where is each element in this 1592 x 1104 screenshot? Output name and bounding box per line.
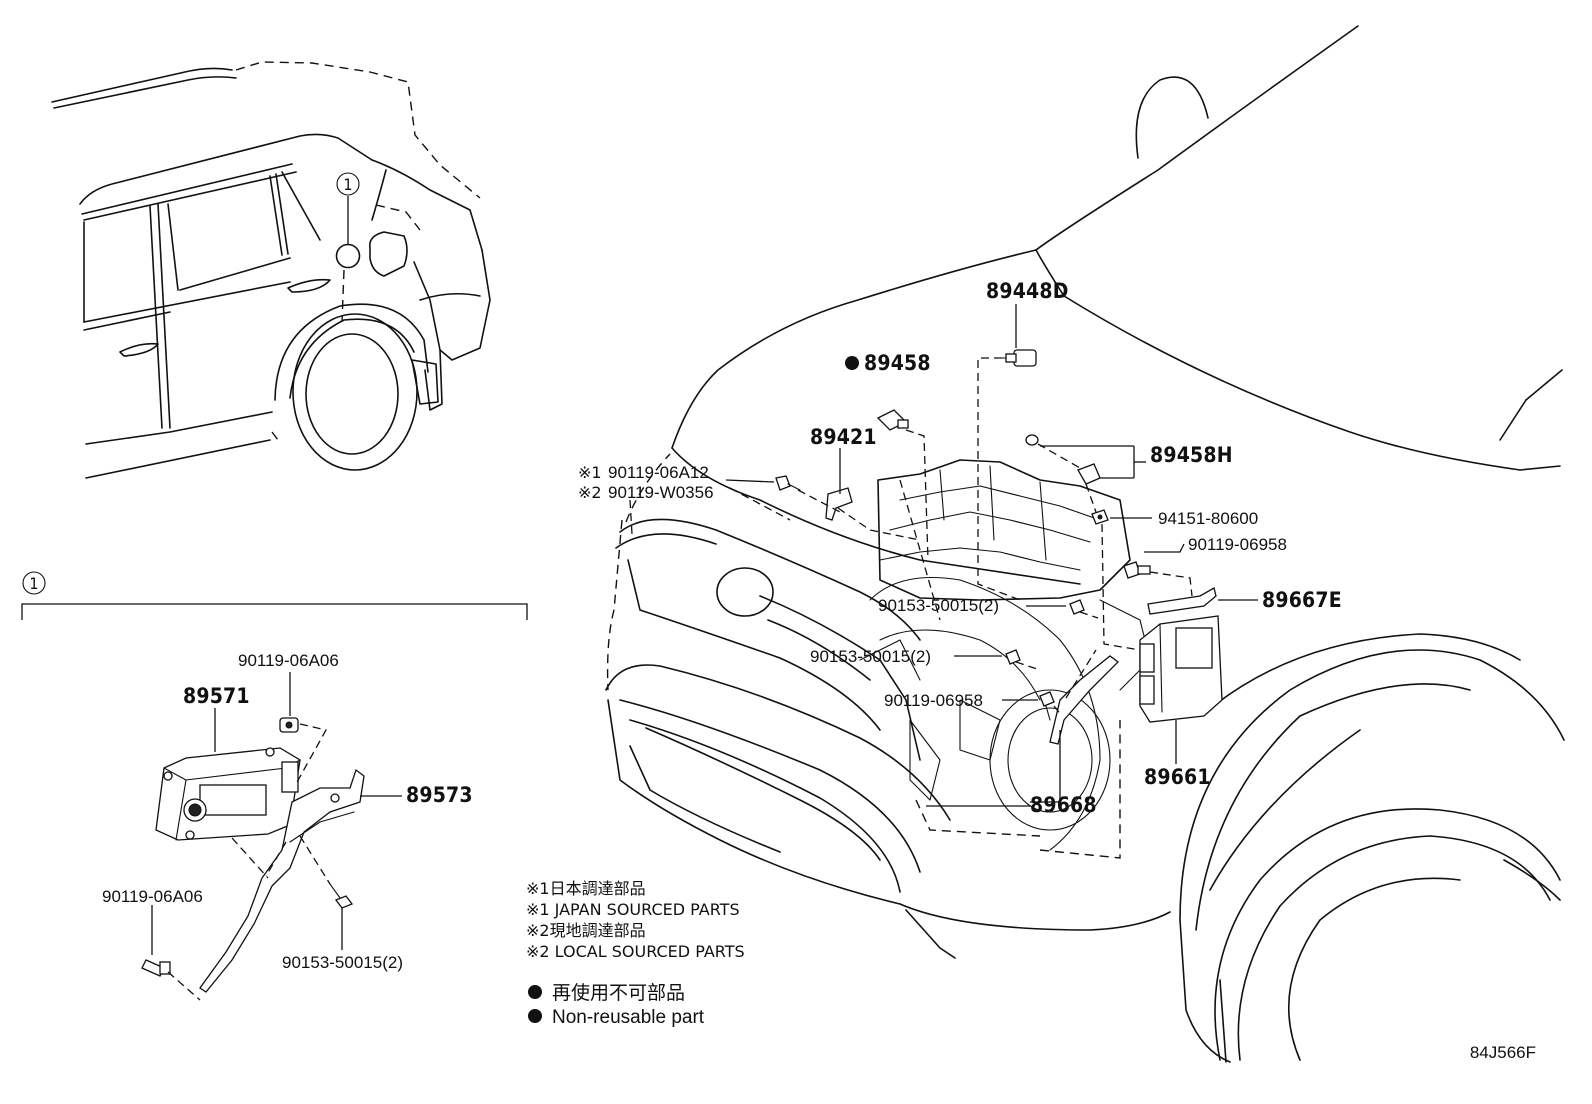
bolt-90153-50015-middle-drawing (1005, 649, 1021, 665)
label-90119-06A06-top: 90119-06A06 (238, 651, 339, 670)
filled-circle-icon (528, 1009, 542, 1023)
engine-bay-drawing (859, 459, 1151, 859)
ecu-89661-drawing (1139, 615, 1223, 723)
callout-number-detail: 1 (29, 574, 38, 593)
legend-non-reusable-jp: 再使用不可部品 (552, 982, 685, 1004)
bolt-90119-06A06-top (279, 717, 299, 733)
harness-89667E-drawing (1147, 587, 1217, 615)
bolt-90119-06958-lower-drawing (1039, 691, 1055, 721)
bolt-90153-50015-upper-drawing (1069, 599, 1085, 615)
label-90119-06A12: 90119-06A12 (608, 463, 709, 482)
filled-circle-icon (528, 985, 542, 999)
bolt-90119-06958-upper-drawing (1123, 561, 1151, 579)
bolt-90153-50015-detail (329, 883, 354, 909)
label-90153-50015-detail: 90153-50015(2) (282, 953, 403, 972)
label-89668: 89668 (1030, 793, 1097, 817)
label-90119-06958-lower: 90119-06958 (884, 691, 983, 710)
module-89571-drawing (155, 747, 301, 841)
callout-marker-on-vehicle: 1 (335, 172, 361, 269)
gasket-89458H-drawing (1025, 434, 1101, 485)
legend-non-reusable-en: Non-reusable part (552, 1007, 705, 1028)
diagram-code: 84J566F (1470, 1043, 1536, 1062)
label-89458: 89458 (864, 351, 931, 375)
nut-94151-80600-drawing (1091, 509, 1109, 525)
label-89448D: 89448D (986, 279, 1069, 303)
sourcing-notes: ※1日本調達部品 ※1 JAPAN SOURCED PARTS ※2現地調達部品… (526, 879, 745, 961)
sensor-89448D-drawing (999, 349, 1037, 367)
part-labels: 89448D 89458 89421 89458H 94151-80600 90… (102, 279, 1342, 972)
label-89573: 89573 (406, 783, 473, 807)
rear-vehicle-drawing (51, 61, 491, 479)
note-japan-sourced-en: ※1 JAPAN SOURCED PARTS (526, 900, 740, 919)
label-89458H: 89458H (1150, 443, 1233, 467)
label-89667E: 89667E (1262, 588, 1342, 612)
marker-sourcing-1: ※1 (578, 463, 602, 482)
legend: 再使用不可部品 Non-reusable part (528, 982, 705, 1028)
note-local-sourced-en: ※2 LOCAL SOURCED PARTS (526, 942, 745, 961)
label-89421: 89421 (810, 425, 877, 449)
bracket-89573-drawing (199, 768, 365, 993)
bracket-89668-drawing (1049, 655, 1119, 745)
non-reusable-marker-89458 (845, 356, 859, 370)
bolt-90119-06A12-drawing (775, 475, 801, 491)
marker-sourcing-2: ※2 (578, 483, 602, 502)
label-89661: 89661 (1144, 765, 1211, 789)
label-89571: 89571 (183, 684, 250, 708)
bolt-90119-06A06-bottom (141, 959, 171, 977)
sensor-89421-drawing (825, 487, 853, 521)
sensor-89458-drawing (876, 409, 909, 431)
label-90153-50015-upper: 90153-50015(2) (878, 596, 999, 615)
front-vehicle-drawing (605, 25, 1565, 1063)
note-local-sourced-jp: ※2現地調達部品 (526, 921, 646, 940)
label-94151-80600: 94151-80600 (1158, 509, 1258, 528)
label-90119-W0356: 90119-W0356 (608, 483, 714, 502)
label-90119-06958-upper: 90119-06958 (1188, 535, 1287, 554)
callout-number-top: 1 (343, 175, 352, 194)
note-japan-sourced-jp: ※1日本調達部品 (526, 879, 646, 898)
label-90153-50015-middle: 90153-50015(2) (810, 647, 931, 666)
detail-section-1: 1 (21, 571, 528, 1001)
label-90119-06A06-bottom: 90119-06A06 (102, 887, 203, 906)
